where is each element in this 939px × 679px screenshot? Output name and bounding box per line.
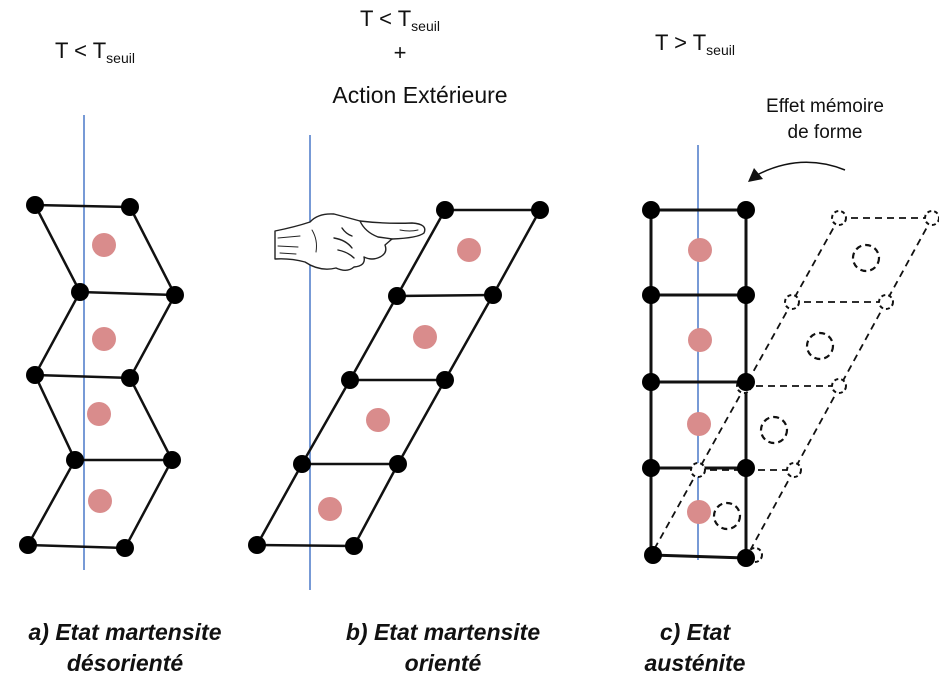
lattice-a-rung-2 [79,290,176,297]
caption-c: c) Etat austénite [620,617,770,679]
atom [92,327,116,351]
lattice-c-node [737,373,755,391]
caption-a-line-2: désorienté [66,650,184,676]
lattice-a-node [116,539,134,557]
lattice-b-nodes [248,201,549,555]
lattice-b-node [341,371,359,389]
lattice-c-atoms [687,238,712,524]
condition-c-main: T > T [655,30,707,55]
atom [88,489,112,513]
lattice-c-rung-5 [650,553,747,560]
lattice-b-rung-5 [256,543,355,548]
ghost-atom [851,243,881,273]
ghost-atom [759,415,789,445]
atom [687,500,711,524]
lattice-a-node [71,283,89,301]
annotation-line-2: de forme [787,122,863,143]
caption-c-line-1: c) Etat [659,619,731,645]
atom [688,328,712,352]
pointing-hand-icon [274,213,426,271]
lattice-c-node [737,549,755,567]
lattice-c-ghost-nodes [690,210,939,563]
caption-b-line-1: b) Etat martensite [345,619,541,645]
curved-arrow-icon [748,161,846,182]
ghost-node [784,294,800,310]
shape-memory-annotation: Effet mémoire de forme [735,94,915,146]
atom [413,325,437,349]
condition-c: T > Tseuil [625,30,765,63]
lattice-b-rung-2 [396,293,494,298]
atom [688,238,712,262]
caption-a: a) Etat martensite désorienté [0,617,250,679]
ghost-node [831,378,847,394]
condition-b: T < Tseuil [330,6,470,39]
lattice-c-ghost-atoms [712,243,881,531]
ghost-node [878,294,894,310]
atom [366,408,390,432]
annotation-line-1: Effet mémoire [766,96,884,117]
lattice-a-rung-1 [34,203,131,209]
atom [87,402,111,426]
lattice-a-node [26,366,44,384]
condition-c-sub: seuil [706,42,735,58]
lattice-a-node [19,536,37,554]
lattice-b-node [345,537,363,555]
lattice-c-node [737,286,755,304]
condition-b-sub: seuil [411,18,440,34]
ghost-atom [712,501,742,531]
lattice-a-atoms [87,233,116,513]
condition-a-sub: seuil [106,50,135,66]
lattice-b-node [436,371,454,389]
caption-b: b) Etat martensite orienté [318,617,568,679]
lattice-a-node [26,196,44,214]
condition-a-main: T < T [55,38,107,63]
lattice-a-node [163,451,181,469]
lattice-c-node [737,201,755,219]
lattice-b-node [484,286,502,304]
ghost-node [831,210,847,226]
lattice-a-node [121,369,139,387]
lattice-c-nodes [642,201,755,567]
caption-a-line-1: a) Etat martensite [28,619,222,645]
atom [687,412,711,436]
lattice-b-node [388,287,406,305]
lattice-b-node [248,536,266,554]
atom [457,238,481,262]
atom [318,497,342,521]
lattice-c-node [737,459,755,477]
lattice-a-node [66,451,84,469]
condition-b-plus: + [393,40,407,65]
caption-b-line-2: orienté [404,650,482,676]
lattice-a-node [121,198,139,216]
lattice-b-atoms [318,238,481,521]
lattice-b-node [389,455,407,473]
condition-b-main: T < T [360,6,412,31]
lattice-a-rung-3 [34,373,131,380]
lattice-c-node [644,546,662,564]
lattice-b-node [436,201,454,219]
ghost-atom [805,331,835,361]
lattice-c-node [642,201,660,219]
atom [92,233,116,257]
lattice-b-node [531,201,549,219]
lattice-a-node [166,286,184,304]
lattice-a-nodes [19,196,184,557]
lattice-c-node [642,459,660,477]
condition-a: T < Tseuil [30,38,160,71]
ghost-node [786,462,802,478]
caption-c-line-2: austénite [644,650,746,676]
ghost-node [924,210,939,226]
lattice-b-node [293,455,311,473]
condition-b-action: Action Extérieure [332,82,508,108]
ghost-node [690,462,706,478]
lattice-c-node [642,286,660,304]
lattice-c-node [642,373,660,391]
lattice-a-rung-5 [27,543,126,550]
